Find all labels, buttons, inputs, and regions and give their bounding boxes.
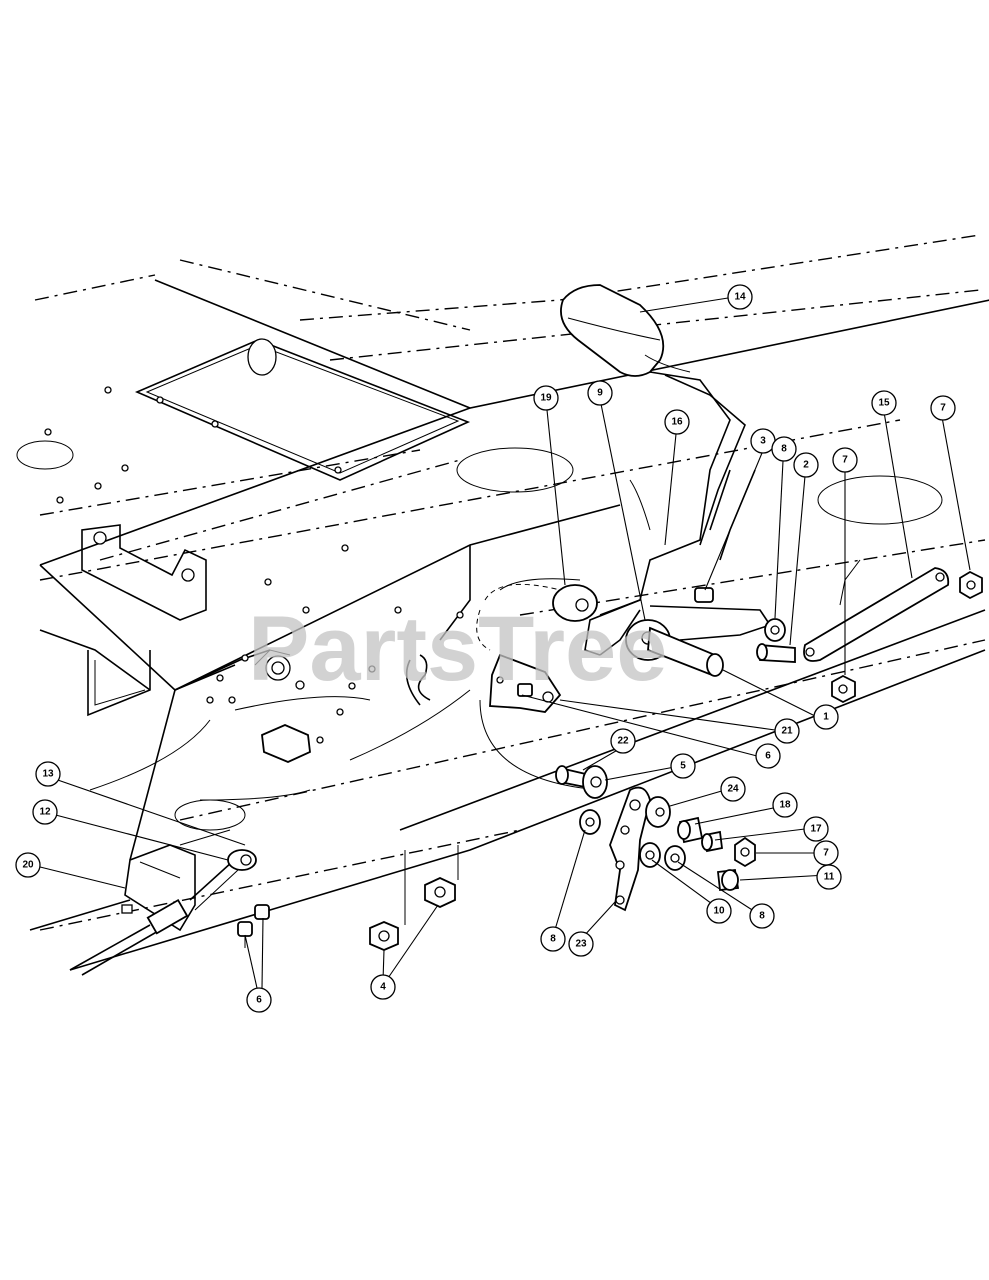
svg-text:13: 13 xyxy=(42,769,54,780)
svg-text:8: 8 xyxy=(759,911,765,922)
callout-9: 9 xyxy=(587,380,613,406)
svg-text:12: 12 xyxy=(39,807,51,818)
svg-text:9: 9 xyxy=(597,388,603,399)
callout-16: 16 xyxy=(664,409,690,435)
svg-text:3: 3 xyxy=(760,436,766,447)
svg-text:24: 24 xyxy=(727,784,739,795)
svg-text:11: 11 xyxy=(824,872,835,883)
svg-text:2: 2 xyxy=(803,460,809,471)
callout-13: 13 xyxy=(35,761,61,787)
nuts-4 xyxy=(369,845,459,951)
callout-24: 24 xyxy=(720,776,746,802)
svg-text:6: 6 xyxy=(765,751,771,762)
callout-22: 22 xyxy=(610,728,636,754)
callout-6: 6 xyxy=(755,743,781,769)
callout-10: 10 xyxy=(706,898,732,924)
callout-18: 18 xyxy=(772,792,798,818)
svg-text:21: 21 xyxy=(781,726,793,737)
svg-text:6: 6 xyxy=(256,995,262,1006)
side-plate xyxy=(89,649,601,861)
svg-text:18: 18 xyxy=(779,800,791,811)
callout-1: 1 xyxy=(813,704,839,730)
callout-19: 19 xyxy=(533,385,559,411)
svg-text:23: 23 xyxy=(575,939,587,950)
callout-8: 8 xyxy=(540,926,566,952)
svg-text:8: 8 xyxy=(781,444,787,455)
leader-lines xyxy=(31,297,971,989)
callout-7: 7 xyxy=(832,447,858,473)
svg-text:22: 22 xyxy=(617,736,629,747)
callout-2: 2 xyxy=(793,452,819,478)
svg-text:17: 17 xyxy=(810,824,822,835)
callout-15: 15 xyxy=(871,390,897,416)
callout-20: 20 xyxy=(15,852,41,878)
svg-text:1: 1 xyxy=(823,712,829,723)
svg-text:19: 19 xyxy=(540,393,552,404)
callout-11: 11 xyxy=(816,864,842,890)
frame-body xyxy=(16,234,989,971)
svg-text:10: 10 xyxy=(713,906,725,917)
callout-4: 4 xyxy=(370,974,396,1000)
callout-14: 14 xyxy=(727,284,753,310)
callout-7: 7 xyxy=(813,840,839,866)
callouts: 14 19 9 16 3 8 2 7 xyxy=(15,284,956,1013)
callout-6: 6 xyxy=(246,987,272,1013)
callout-7: 7 xyxy=(930,395,956,421)
hex-opening xyxy=(261,724,311,763)
callout-5: 5 xyxy=(670,753,696,779)
svg-text:15: 15 xyxy=(878,398,890,409)
svg-text:20: 20 xyxy=(22,860,34,871)
callout-23: 23 xyxy=(568,931,594,957)
pedal-assembly xyxy=(476,284,983,713)
callout-8: 8 xyxy=(749,903,775,929)
callout-8: 8 xyxy=(771,436,797,462)
callout-12: 12 xyxy=(32,799,58,825)
svg-text:7: 7 xyxy=(940,403,946,414)
bolts-6 xyxy=(237,904,270,948)
svg-text:7: 7 xyxy=(823,848,829,859)
svg-text:8: 8 xyxy=(550,934,556,945)
svg-text:5: 5 xyxy=(680,761,686,772)
watermark: PartsTree xyxy=(248,598,667,700)
svg-text:4: 4 xyxy=(380,982,386,993)
callout-17: 17 xyxy=(803,816,829,842)
callout-21: 21 xyxy=(774,718,800,744)
svg-text:14: 14 xyxy=(734,292,746,303)
svg-text:16: 16 xyxy=(671,417,683,428)
svg-text:7: 7 xyxy=(842,455,848,466)
